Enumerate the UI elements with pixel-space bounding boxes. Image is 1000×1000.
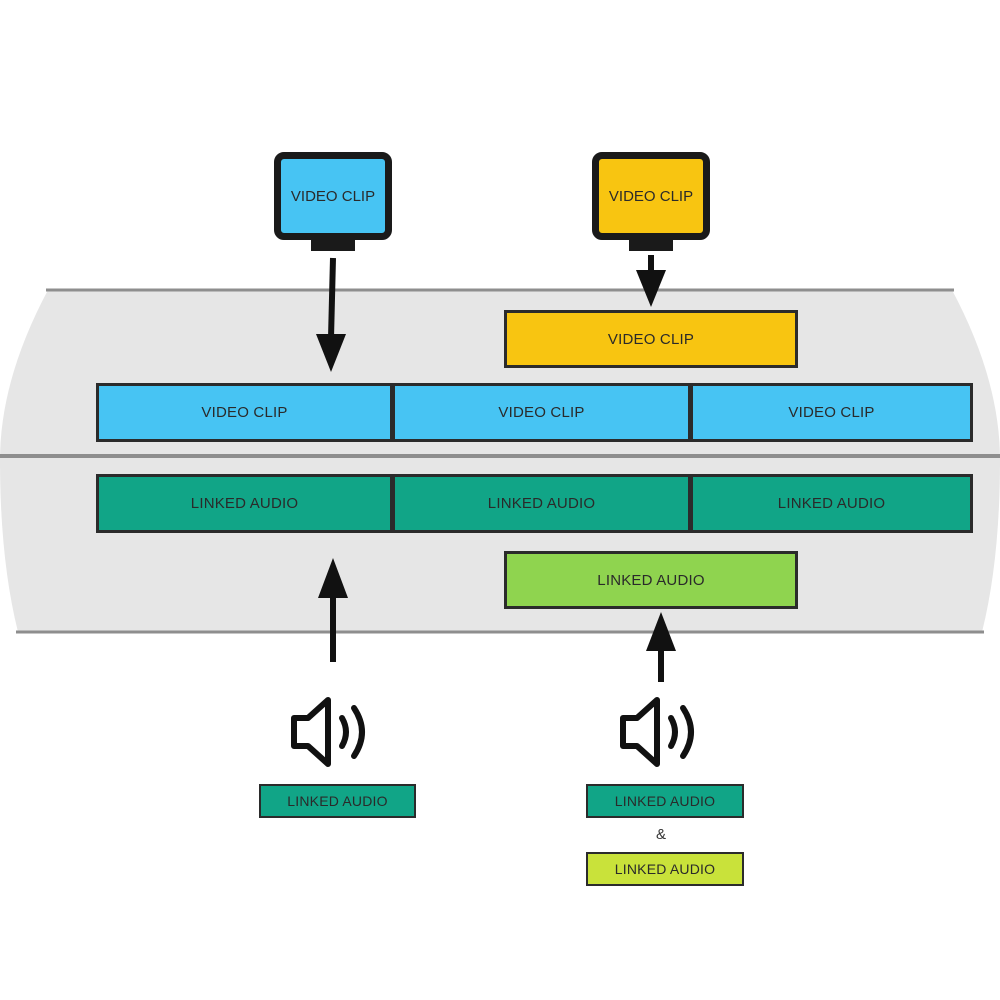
clip-label: LINKED AUDIO [597,571,705,589]
monitor-stand [629,237,673,251]
video-clip-upper: VIDEO CLIP [504,310,798,368]
ampersand: & [656,826,667,843]
clip-label: LINKED AUDIO [190,495,299,512]
audio-clip: LINKED AUDIO [690,474,973,533]
clip-label: VIDEO CLIP [498,404,585,421]
clip-label: LINKED AUDIO [287,793,388,809]
audio-clip: LINKED AUDIO [96,474,393,533]
clip-label: VIDEO CLIP [201,404,288,421]
clip-label: VIDEO CLIP [607,330,695,348]
clip-label: VIDEO CLIP [788,404,875,421]
monitor-stand [311,237,355,251]
down-arrow-right [636,255,666,307]
clip-label: LINKED AUDIO [777,495,886,512]
video-clip: VIDEO CLIP [96,383,393,442]
down-arrow-left [316,257,346,372]
audio-clip-lower: LINKED AUDIO [504,551,798,609]
monitor-label: VIDEO CLIP [608,187,694,205]
video-monitor-blue: VIDEO CLIP [274,152,392,240]
source-audio-right-2: LINKED AUDIO [586,852,744,886]
clip-label: LINKED AUDIO [614,861,716,877]
video-clip: VIDEO CLIP [392,383,691,442]
video-monitor-yellow: VIDEO CLIP [592,152,710,240]
source-audio-left: LINKED AUDIO [259,784,416,818]
up-arrow-left [318,558,348,662]
video-clip: VIDEO CLIP [690,383,973,442]
clip-label: LINKED AUDIO [487,495,596,512]
clip-label: LINKED AUDIO [614,793,716,809]
up-arrow-right [646,612,676,682]
monitor-label: VIDEO CLIP [290,187,376,205]
source-audio-right-1: LINKED AUDIO [586,784,744,818]
audio-clip: LINKED AUDIO [392,474,691,533]
